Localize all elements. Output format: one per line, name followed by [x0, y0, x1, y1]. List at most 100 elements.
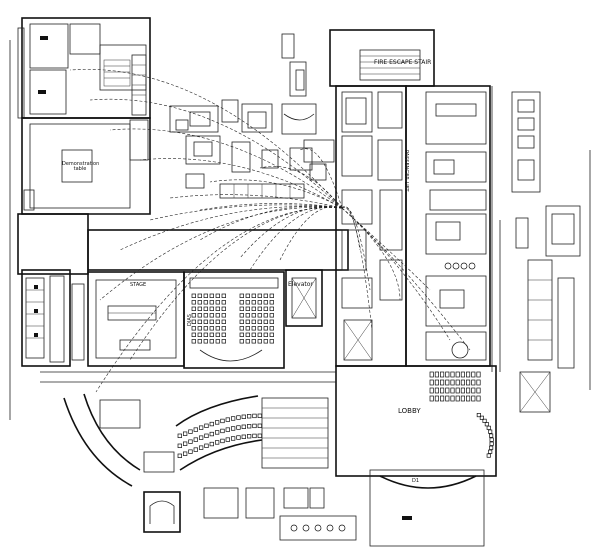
- seat: [257, 306, 262, 311]
- seat: [245, 326, 250, 331]
- seat: [466, 395, 471, 402]
- seat: [239, 313, 244, 318]
- seat: [257, 423, 262, 428]
- wire: [239, 206, 343, 259]
- seat: [460, 387, 465, 394]
- seat: [471, 371, 476, 378]
- seat: [489, 441, 494, 446]
- seat: [191, 319, 196, 324]
- seat: [488, 449, 493, 454]
- seat: [245, 339, 250, 344]
- seat: [241, 414, 246, 419]
- seat: [263, 300, 268, 305]
- seat: [460, 371, 465, 378]
- seat: [269, 300, 274, 305]
- seat: [198, 425, 204, 430]
- seat: [257, 319, 262, 324]
- seat: [239, 306, 244, 311]
- seat: [209, 326, 214, 331]
- seat: [257, 332, 262, 337]
- seat: [215, 306, 220, 311]
- wire: [341, 206, 361, 251]
- seat: [269, 313, 274, 318]
- seat: [191, 326, 196, 331]
- seat: [220, 428, 225, 434]
- outer-boundary: [9, 40, 591, 420]
- seat: [455, 387, 460, 394]
- seat: [245, 319, 250, 324]
- seat: [471, 379, 476, 386]
- seat: [191, 313, 196, 318]
- wire: [199, 203, 343, 211]
- passenger-lift-label: PASSENGER LIFT: [403, 150, 409, 192]
- seat: [445, 395, 450, 402]
- seat: [197, 300, 202, 305]
- seat: [177, 433, 182, 438]
- seat: [466, 379, 471, 386]
- seat: [269, 332, 274, 337]
- wire: [99, 206, 343, 301]
- seat: [197, 326, 202, 331]
- seat: [263, 319, 268, 324]
- seat: [204, 443, 209, 448]
- seat: [182, 451, 188, 456]
- seat: [440, 387, 445, 394]
- seat: [209, 339, 214, 344]
- seat: [445, 379, 450, 386]
- seat: [251, 300, 256, 305]
- elevator-label: Elevator: [288, 281, 313, 288]
- seat: [429, 395, 434, 402]
- seat: [489, 437, 494, 442]
- seat: [440, 379, 445, 386]
- seat: [251, 326, 256, 331]
- seat: [204, 433, 209, 438]
- stage-label: STAGE: [130, 282, 147, 288]
- seat: [220, 438, 225, 444]
- seat: [471, 395, 476, 402]
- seat: [263, 293, 268, 298]
- seat: [204, 423, 209, 428]
- seat: [471, 387, 476, 394]
- seat: [221, 293, 226, 298]
- seat: [488, 429, 493, 434]
- seat: [429, 379, 434, 386]
- seat: [263, 326, 268, 331]
- seat: [257, 300, 262, 305]
- seat: [230, 436, 236, 441]
- seat: [198, 435, 204, 440]
- seat: [476, 413, 481, 418]
- seat: [252, 433, 257, 439]
- bottom-detail-blocks: [143, 487, 357, 541]
- seat: [434, 379, 439, 386]
- seat: [203, 313, 208, 318]
- seat: [209, 319, 214, 324]
- wire: [259, 166, 343, 209]
- seat: [188, 449, 193, 454]
- seat: [269, 339, 274, 344]
- seat: [225, 427, 230, 432]
- seat: [198, 445, 204, 450]
- seat: [476, 395, 481, 402]
- dashed-wiring-lines: [69, 69, 471, 393]
- seat: [221, 313, 226, 318]
- seat: [221, 306, 226, 311]
- wire: [341, 207, 401, 301]
- wire: [95, 207, 343, 393]
- d1-label: D1: [412, 478, 420, 484]
- wire: [341, 207, 373, 331]
- wire: [139, 158, 343, 209]
- seat: [215, 332, 220, 337]
- seat: [460, 379, 465, 386]
- lobby-label: LOBBY: [398, 407, 421, 415]
- seat: [191, 339, 196, 344]
- seat: [251, 313, 256, 318]
- seat: [209, 421, 214, 427]
- seat: [466, 387, 471, 394]
- seat: [251, 332, 256, 337]
- seat: [197, 339, 202, 344]
- seat: [445, 387, 450, 394]
- seat: [191, 306, 196, 311]
- seat: [257, 326, 262, 331]
- seat: [257, 339, 262, 344]
